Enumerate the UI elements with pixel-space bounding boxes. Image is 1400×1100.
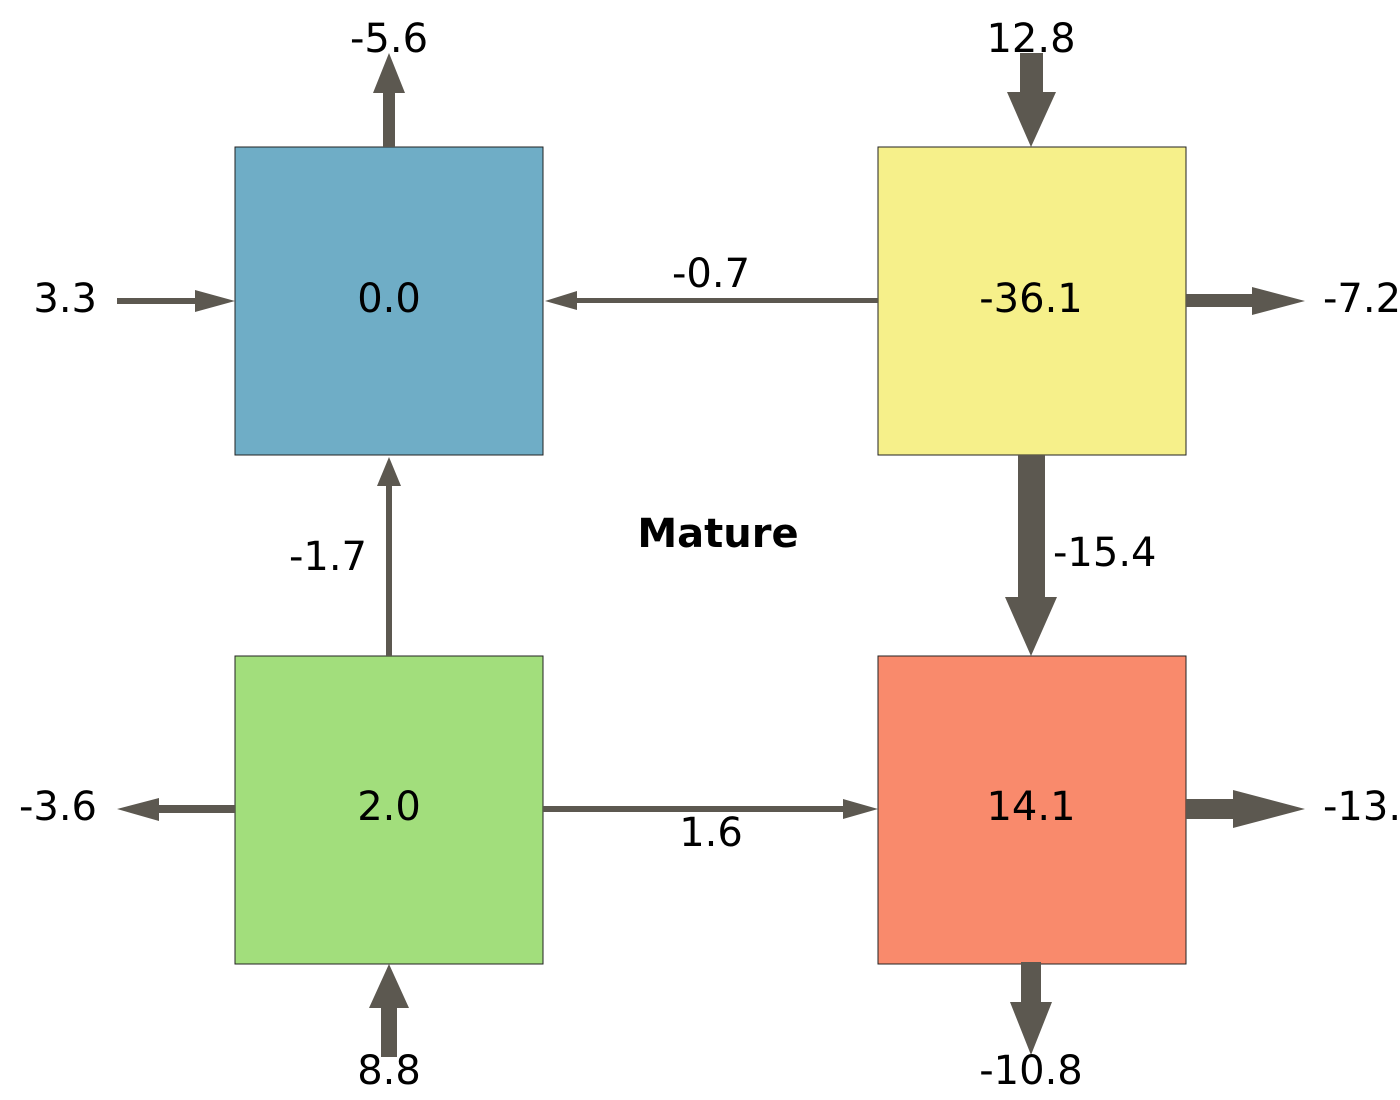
box-bottom-right <box>877 655 1187 965</box>
flow-label-bottom-left-left: -3.6 <box>19 784 97 830</box>
arrow-bottom-left-to-top-left <box>377 457 401 656</box>
box-top-left-value: 0.0 <box>357 276 421 322</box>
box-top-right-value: -36.1 <box>979 276 1083 322</box>
arrow-top-right-to-top-left <box>545 291 878 310</box>
arrow-top-right-out-right <box>1186 287 1305 315</box>
flow-label-top-right-to-top-left: -0.7 <box>672 251 750 297</box>
arrow-top-right-in-top <box>1007 53 1056 147</box>
box-bottom-left-value: 2.0 <box>357 784 421 830</box>
flow-label-top-right-right: -7.2 <box>1323 276 1400 322</box>
arrow-bottom-right-out-bottom <box>1010 962 1052 1055</box>
arrow-bottom-right-out-right <box>1186 790 1305 828</box>
arrow-top-right-to-bottom-right <box>1005 455 1057 656</box>
flow-label-bottom-right-right: -13. <box>1323 784 1400 830</box>
flow-label-top-left-up: -5.6 <box>350 16 428 62</box>
flow-label-bottom-left-to-top-left: -1.7 <box>289 534 367 580</box>
arrow-top-left-up <box>373 53 405 147</box>
arrow-bottom-left-in-bottom <box>369 964 409 1057</box>
flow-arrows <box>117 53 1305 1057</box>
arrow-bottom-left-to-bottom-right <box>543 799 878 819</box>
flow-label-top-right-to-bottom-right: -15.4 <box>1053 530 1157 576</box>
flow-label-bottom-left-bottom: 8.8 <box>357 1048 421 1094</box>
box-top-right <box>877 146 1187 456</box>
box-top-left <box>234 146 544 456</box>
diagram-title: Mature <box>637 511 798 557</box>
arrow-top-left-in-left <box>117 290 235 312</box>
box-bottom-right-value: 14.1 <box>986 784 1075 830</box>
flow-label-bottom-left-to-bottom-right: 1.6 <box>679 810 743 856</box>
flow-label-top-left-left: 3.3 <box>33 276 97 322</box>
flow-label-bottom-right-bottom: -10.8 <box>979 1048 1083 1094</box>
arrow-bottom-left-out-left <box>117 798 235 821</box>
flow-label-top-right-top: 12.8 <box>986 16 1075 62</box>
